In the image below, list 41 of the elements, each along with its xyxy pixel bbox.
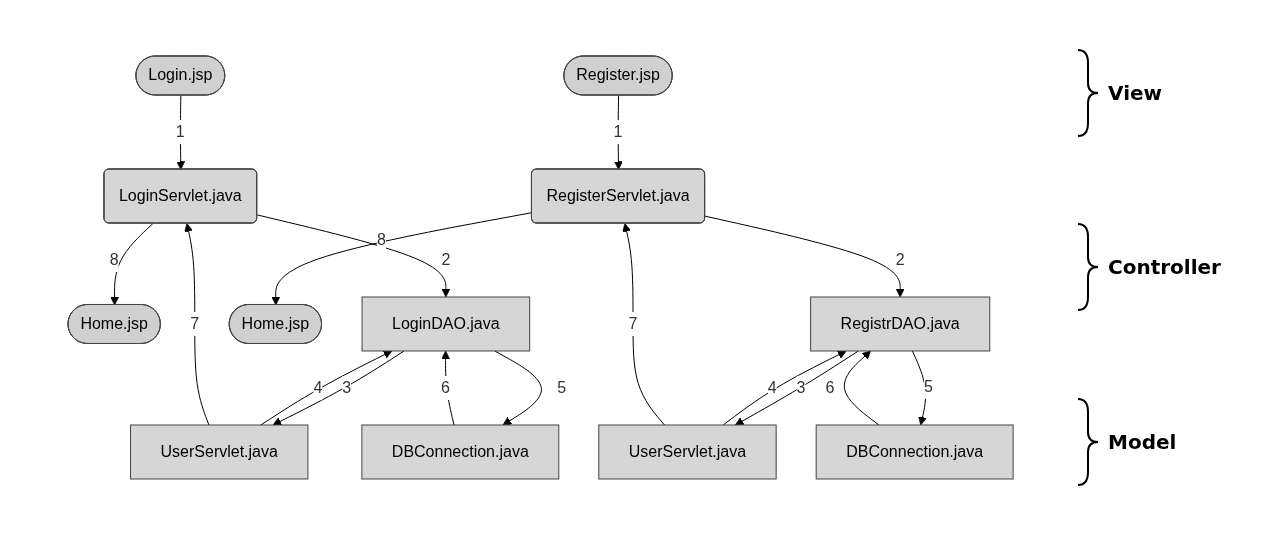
arrow [257,214,451,298]
edge-label: 2 [896,250,906,268]
arrow [271,212,533,306]
arrow [622,223,666,426]
edge-label: 7 [629,314,638,332]
layer-label: Controller [1108,255,1221,280]
node-box: UserServlet.java [598,424,778,480]
arrow [441,350,455,426]
edge-label: 4 [768,378,778,396]
edge-label: 3 [342,378,352,396]
arrow [735,350,860,426]
edge-label: 2 [441,250,451,268]
arrow [494,350,543,426]
arrow [705,215,905,298]
arrow [273,350,405,426]
arrow [912,350,928,426]
edge-label: 7 [190,314,200,332]
arrow [260,350,393,426]
node-box: RegistrDAO.java [810,296,991,352]
arrow [614,95,624,170]
edge-label: 6 [825,378,835,396]
node-box: LoginDAO.java [362,296,531,352]
arrow [844,350,880,426]
edge-label: 6 [441,378,451,396]
arrow [176,95,186,170]
edge-label: 5 [924,377,934,395]
edge-label: 1 [176,123,186,140]
edge-label: 5 [557,378,567,396]
layer-label: Model [1108,429,1177,454]
edge-label: 3 [797,378,806,396]
layer-label: View [1108,81,1163,106]
arrow [110,223,154,306]
edge-label: 8 [377,231,387,249]
arrow [723,350,847,426]
node-box: DBConnection.java [361,424,560,480]
node-box: UserServlet.java [130,424,309,480]
edge-label: 4 [313,378,323,396]
edge-label: 1 [614,123,623,140]
arrow [184,223,210,426]
edge-label: 8 [110,250,120,268]
node-box: DBConnection.java [816,424,1015,480]
